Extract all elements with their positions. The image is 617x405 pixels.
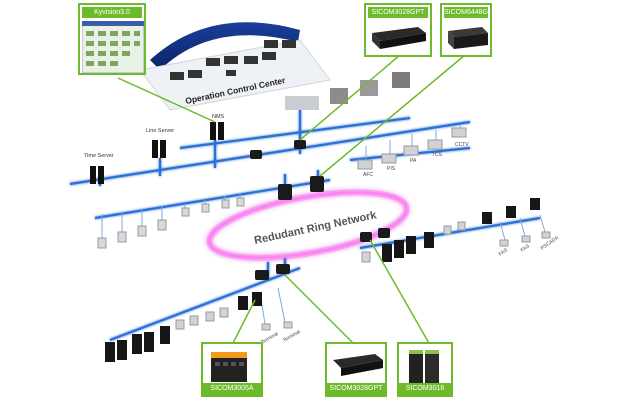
- bottom-mid-label: SICOM3028GPT: [327, 383, 385, 395]
- callout-bottom-left: SICOM3005A: [201, 342, 263, 397]
- left-row-devices: [97, 197, 245, 249]
- fas1-label: FAS: [498, 247, 510, 258]
- bottom-left-devices: [105, 292, 262, 362]
- cctv-label: CCTV: [455, 142, 469, 148]
- nms-label: NMS: [212, 114, 225, 120]
- callout-leaders: [117, 54, 466, 346]
- switch-icon: [211, 352, 247, 382]
- switch-icon: [333, 354, 383, 376]
- redundant-ring: Redudant Ring Network: [206, 189, 410, 261]
- pis-label: PIS: [387, 166, 396, 172]
- servers: [90, 122, 224, 184]
- top-right-label: SICOM6448G: [444, 7, 488, 18]
- workstations: [285, 72, 410, 110]
- time-server-label: Time Server: [84, 153, 114, 159]
- ring-switches: [250, 140, 390, 280]
- bottom-right-label: SICOM3016: [399, 383, 451, 395]
- switch-icon: [409, 350, 439, 384]
- line-server-label: Line Server: [146, 128, 174, 134]
- right-small-devices: [361, 221, 551, 263]
- callout-bottom-right: SICOM3016: [397, 342, 453, 397]
- bottom-left-label: SICOM3005A: [203, 383, 261, 395]
- right-row-devices: [382, 198, 540, 262]
- switch-icon: [448, 27, 488, 49]
- callout-top-right: SICOM6448G: [440, 3, 492, 57]
- afc-label: AFC: [363, 172, 373, 178]
- top-mid-label: SICOM3028GPT: [368, 7, 428, 18]
- operation-control-center: Operation Control Center: [139, 22, 331, 111]
- pa-label: PA: [410, 158, 417, 164]
- callout-bottom-mid: SICOM3028GPT: [325, 342, 387, 397]
- bottom-left-small: [175, 307, 293, 331]
- kyvision-label: Kyvision3.0: [82, 7, 142, 18]
- callout-kyvision: Kyvision3.0: [78, 3, 146, 75]
- kyvision-screenshot-icon: [82, 21, 144, 73]
- terminal2-label: Terminal: [282, 329, 301, 344]
- switch-icon: [372, 27, 426, 49]
- fas2-label: FAS: [520, 243, 532, 254]
- tcs-label: TCS: [432, 152, 443, 158]
- callout-top-mid: SICOM3028GPT: [364, 3, 432, 57]
- subsystem-devices: [357, 127, 467, 170]
